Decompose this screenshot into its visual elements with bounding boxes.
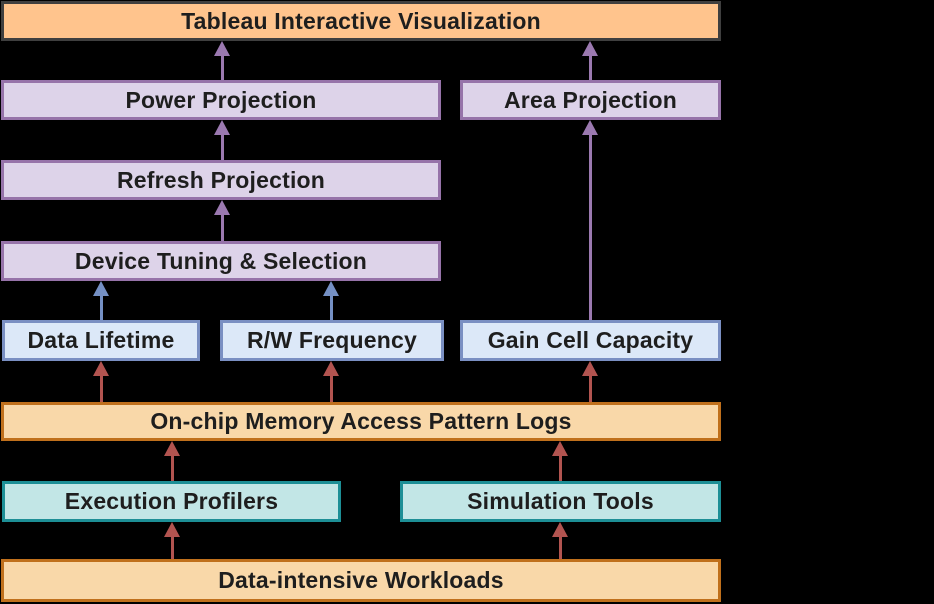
- arrow-shaft: [170, 537, 174, 559]
- node-data-intensive-workloads: Data-intensive Workloads: [1, 559, 721, 602]
- node-gain-cell-capacity: Gain Cell Capacity: [460, 320, 721, 361]
- arrow-onchip-to-gaincell-icon: [582, 361, 598, 402]
- arrowhead-icon: [582, 41, 598, 56]
- node-label: Data Lifetime: [27, 327, 175, 353]
- node-label: Device Tuning & Selection: [74, 247, 368, 274]
- node-execution-profilers: Execution Profilers: [2, 481, 341, 522]
- arrow-shaft: [558, 537, 562, 559]
- node-refresh-projection: Refresh Projection: [1, 160, 441, 200]
- arrow-simulation-to-onchip-icon: [552, 441, 568, 481]
- node-simulation-tools: Simulation Tools: [400, 481, 721, 522]
- arrowhead-icon: [552, 441, 568, 456]
- arrow-rwfrequency-to-device-icon: [323, 281, 339, 320]
- arrow-datalifetime-to-device-icon: [93, 281, 109, 320]
- node-label: Power Projection: [125, 86, 317, 113]
- arrowhead-icon: [93, 361, 109, 376]
- arrowhead-icon: [552, 522, 568, 537]
- node-label: Gain Cell Capacity: [487, 327, 694, 353]
- arrow-shaft: [329, 376, 333, 402]
- arrow-shaft: [220, 135, 224, 160]
- arrow-workloads-to-simulation-icon: [552, 522, 568, 559]
- arrowhead-icon: [214, 200, 230, 215]
- node-label: Data-intensive Workloads: [218, 567, 504, 593]
- node-label: R/W Frequency: [246, 327, 417, 353]
- arrowhead-icon: [164, 441, 180, 456]
- arrow-area-to-tableau-icon: [582, 41, 598, 80]
- node-area-projection: Area Projection: [460, 80, 721, 120]
- node-label: Execution Profilers: [64, 488, 279, 514]
- arrow-shaft: [99, 376, 103, 402]
- arrowhead-icon: [582, 361, 598, 376]
- node-device-tuning-selection: Device Tuning & Selection: [1, 241, 441, 281]
- arrow-shaft: [220, 56, 224, 80]
- arrowhead-icon: [214, 41, 230, 56]
- arrowhead-icon: [214, 120, 230, 135]
- arrow-shaft: [558, 456, 562, 481]
- arrow-shaft: [588, 376, 592, 402]
- node-label: Area Projection: [504, 86, 677, 113]
- arrow-refresh-to-power-icon: [214, 120, 230, 160]
- arrow-shaft: [588, 56, 592, 80]
- arrow-shaft: [329, 296, 333, 320]
- arrow-onchip-to-datalifetime-icon: [93, 361, 109, 402]
- arrowhead-icon: [323, 361, 339, 376]
- arrow-gaincell-to-area-icon: [582, 120, 598, 320]
- node-label: Refresh Projection: [116, 166, 326, 193]
- node-tableau-interactive-visualization: Tableau Interactive Visualization: [1, 1, 721, 41]
- arrow-power-to-tableau-icon: [214, 41, 230, 80]
- node-label: Tableau Interactive Visualization: [181, 7, 541, 34]
- arrow-execution-to-onchip-icon: [164, 441, 180, 481]
- arrowhead-icon: [93, 281, 109, 296]
- arrowhead-icon: [582, 120, 598, 135]
- arrow-shaft: [99, 296, 103, 320]
- node-power-projection: Power Projection: [1, 80, 441, 120]
- arrowhead-icon: [164, 522, 180, 537]
- arrow-onchip-to-rwfrequency-icon: [323, 361, 339, 402]
- node-rw-frequency: R/W Frequency: [220, 320, 444, 361]
- arrow-shaft: [170, 456, 174, 481]
- arrow-shaft: [588, 135, 592, 320]
- node-label: Simulation Tools: [467, 488, 654, 514]
- node-label: On-chip Memory Access Pattern Logs: [150, 408, 572, 434]
- arrow-workloads-to-execution-icon: [164, 522, 180, 559]
- arrow-shaft: [220, 215, 224, 241]
- arrow-device-to-refresh-icon: [214, 200, 230, 241]
- node-data-lifetime: Data Lifetime: [2, 320, 200, 361]
- arrowhead-icon: [323, 281, 339, 296]
- node-onchip-memory-access-pattern-logs: On-chip Memory Access Pattern Logs: [1, 402, 721, 441]
